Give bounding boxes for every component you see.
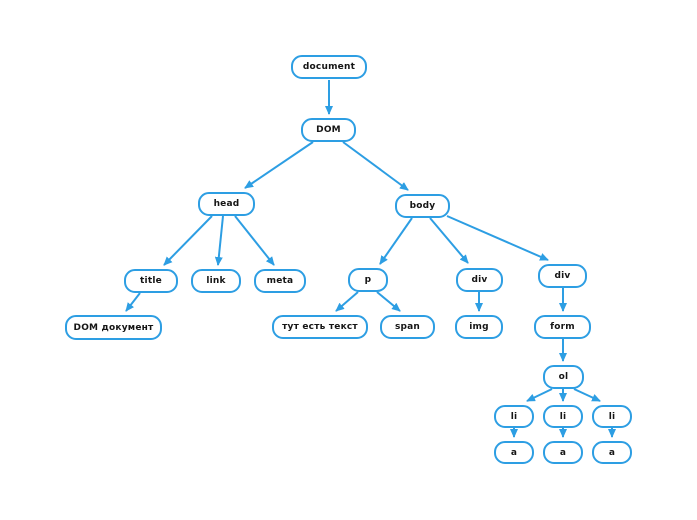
node-li-1: li <box>494 405 534 428</box>
node-body: body <box>395 194 450 218</box>
node-dom: DOM <box>301 118 356 142</box>
edge-p-textnode <box>335 291 359 312</box>
node-span: span <box>380 315 435 339</box>
edge-body-div2 <box>446 215 549 261</box>
edge-head-title <box>163 215 213 266</box>
node-div-2: div <box>538 264 587 288</box>
node-a-2: a <box>543 441 583 464</box>
node-ol: ol <box>543 365 584 389</box>
node-a-3: a <box>592 441 632 464</box>
node-title: title <box>124 269 178 293</box>
edge-head-meta <box>234 215 275 266</box>
node-div-1: div <box>456 268 503 292</box>
node-head: head <box>198 192 255 216</box>
node-dom-document-text: DOM документ <box>65 315 162 340</box>
node-link: link <box>191 269 241 293</box>
edge-ol-li1 <box>526 388 553 402</box>
edge-p-span <box>376 291 401 312</box>
node-document: document <box>291 55 367 79</box>
node-li-2: li <box>543 405 583 428</box>
edge-title-domtext <box>125 292 141 312</box>
node-text-node: тут есть текст <box>272 315 368 339</box>
edge-head-link <box>214 215 224 266</box>
node-p: p <box>348 268 388 292</box>
edge-dom-head <box>244 141 314 189</box>
node-a-1: a <box>494 441 534 464</box>
node-meta: meta <box>254 269 306 293</box>
node-li-3: li <box>592 405 632 428</box>
edge-dom-body <box>342 141 409 191</box>
edge-body-p <box>379 217 413 265</box>
edge-body-div1 <box>429 217 469 264</box>
node-img: img <box>455 315 503 339</box>
edge-ol-li3 <box>573 388 601 402</box>
node-form: form <box>534 315 591 339</box>
